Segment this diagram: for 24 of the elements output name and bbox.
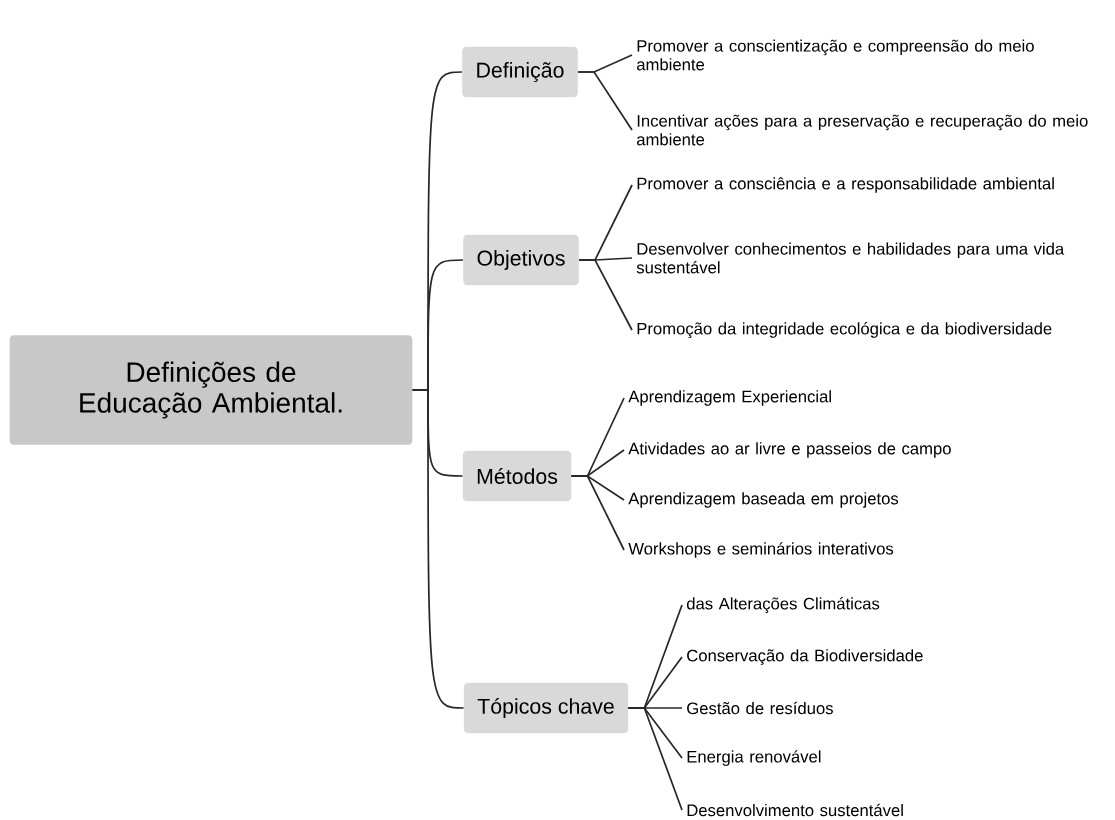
connector-line	[570, 475, 625, 551]
leaf-text: Incentivar ações para a preservação e recuperação do meio ambiente	[637, 114, 1088, 146]
leaf-text: Promover a consciência e a responsabilidade ambiental	[637, 177, 1054, 193]
leaf-text: Aprendizagem Experiencial	[628, 390, 831, 406]
leaf-text: Desenvolvimento sustentável	[687, 803, 903, 817]
connector-line	[411, 389, 465, 709]
root-box: Definições de Educação Ambiental.	[9, 335, 413, 445]
leaf-text: Desenvolver conhecimentos e habilidades para uma vida sustentável	[636, 242, 1065, 274]
branch-box: Tópicos chave	[463, 682, 629, 734]
leaf-text: das Alterações Climáticas	[686, 597, 880, 613]
leaf-text: Promover a conscientização e compreensão do meio ambiente	[637, 39, 1034, 71]
leaf-text: Promoção da integridade ecológica e da biodiversidade	[637, 322, 1052, 338]
connector-line	[627, 707, 683, 811]
branch-box: Definição	[462, 46, 578, 98]
connector-line	[577, 71, 633, 131]
branch-box: Métodos	[462, 450, 572, 502]
leaf-text: Conservação da Biodiversidade	[687, 649, 923, 665]
leaf-text: Aprendizagem baseada em projetos	[628, 492, 899, 508]
leaf-text: Atividades ao ar livre e passeios de campo	[628, 442, 951, 458]
connector-line	[578, 259, 633, 331]
branch-box: Objetivos	[463, 234, 579, 286]
leaf-text: Energia renovável	[687, 750, 821, 766]
leaf-text: Workshops e seminários interativos	[628, 542, 894, 558]
leaf-text: Gestão de resíduos	[687, 701, 833, 715]
